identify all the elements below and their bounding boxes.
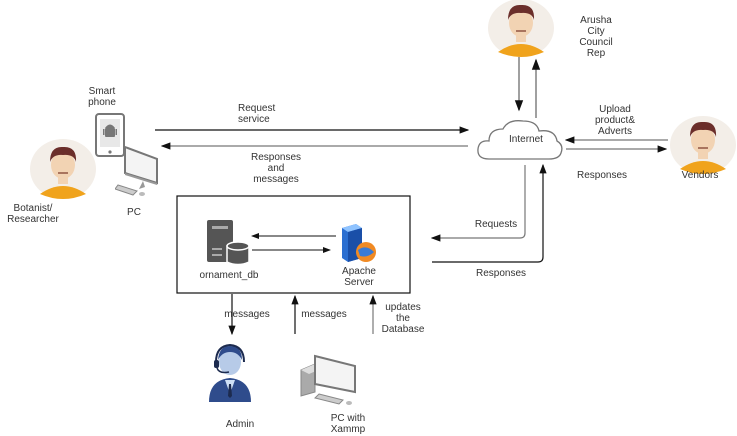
upload-products-label: Upload product& Adverts [594, 104, 636, 137]
edge-requests [430, 165, 526, 242]
server-boundary [176, 195, 411, 294]
server-responses-label: Responses [476, 268, 527, 279]
admin-label: Admin [225, 419, 255, 430]
xammp-to-db-label: messages [301, 309, 347, 320]
admin-icon [209, 343, 251, 402]
responses-messages-label: Responses and messages [250, 152, 302, 185]
council-rep-avatar-icon [488, 0, 554, 57]
internet-cloud-icon [477, 120, 563, 160]
pc-icon [115, 145, 158, 196]
edge-server-responses [432, 163, 547, 263]
server-label: Apache Server [342, 266, 376, 288]
smartphone-icon [95, 113, 125, 157]
database-icon [207, 220, 250, 266]
internet-label: Internet [509, 134, 543, 145]
db-to-admin-label: messages [224, 309, 270, 320]
botanist-label: Botanist/ Researcher [7, 203, 59, 225]
smartphone-label: Smart phone [88, 86, 116, 108]
updates-db-label: updates the Database [381, 302, 425, 335]
database-label: ornament_db [199, 270, 259, 281]
vendors-label: Vendors [681, 170, 719, 181]
request-service-label: Request service [238, 103, 276, 125]
apache-server-icon [342, 224, 376, 262]
pc-xammp-label: PC with Xammp [330, 413, 366, 435]
vendor-avatar-icon [670, 116, 736, 174]
pc-xammp-icon [300, 354, 356, 405]
council-rep-label: Arusha City Council Rep [579, 15, 613, 59]
requests-label: Requests [474, 219, 518, 230]
botanist-avatar-icon [30, 139, 96, 199]
vendor-responses-label: Responses [577, 170, 628, 181]
pc-label: PC [127, 207, 141, 218]
